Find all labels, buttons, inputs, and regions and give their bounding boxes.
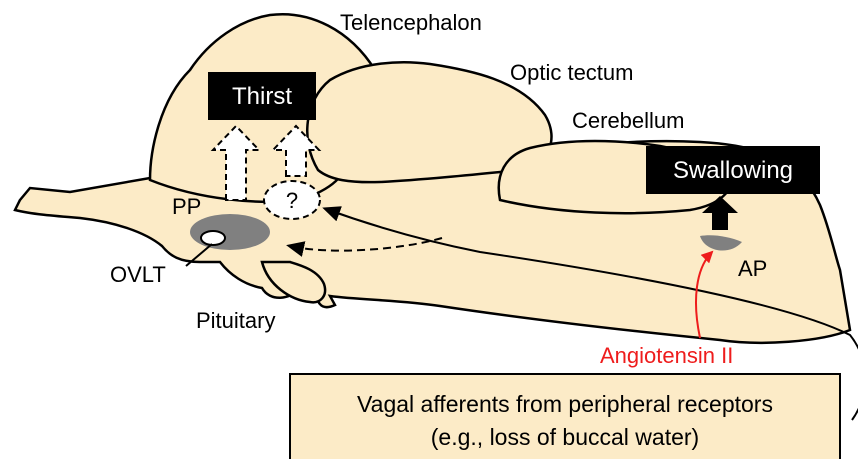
vagal-line-1: Vagal afferents from peripheral receptor… (357, 391, 773, 417)
swallowing-label: Swallowing (673, 157, 793, 184)
angiotensin-label: Angiotensin II (600, 343, 733, 368)
unknown-node-label: ? (286, 188, 298, 213)
cerebellum-label: Cerebellum (572, 108, 685, 133)
ovlt-label: OVLT (110, 262, 166, 287)
ap-label: AP (738, 256, 767, 281)
vagal-line-2: (e.g., loss of buccal water) (431, 424, 699, 450)
thirst-label: Thirst (232, 83, 292, 110)
optic-tectum-label: Optic tectum (510, 60, 633, 85)
pp-nucleus (190, 214, 270, 250)
pp-label: PP (172, 194, 201, 219)
telencephalon-label: Telencephalon (340, 10, 482, 35)
ovlt-nucleus (201, 231, 225, 245)
pituitary-label: Pituitary (196, 308, 275, 333)
